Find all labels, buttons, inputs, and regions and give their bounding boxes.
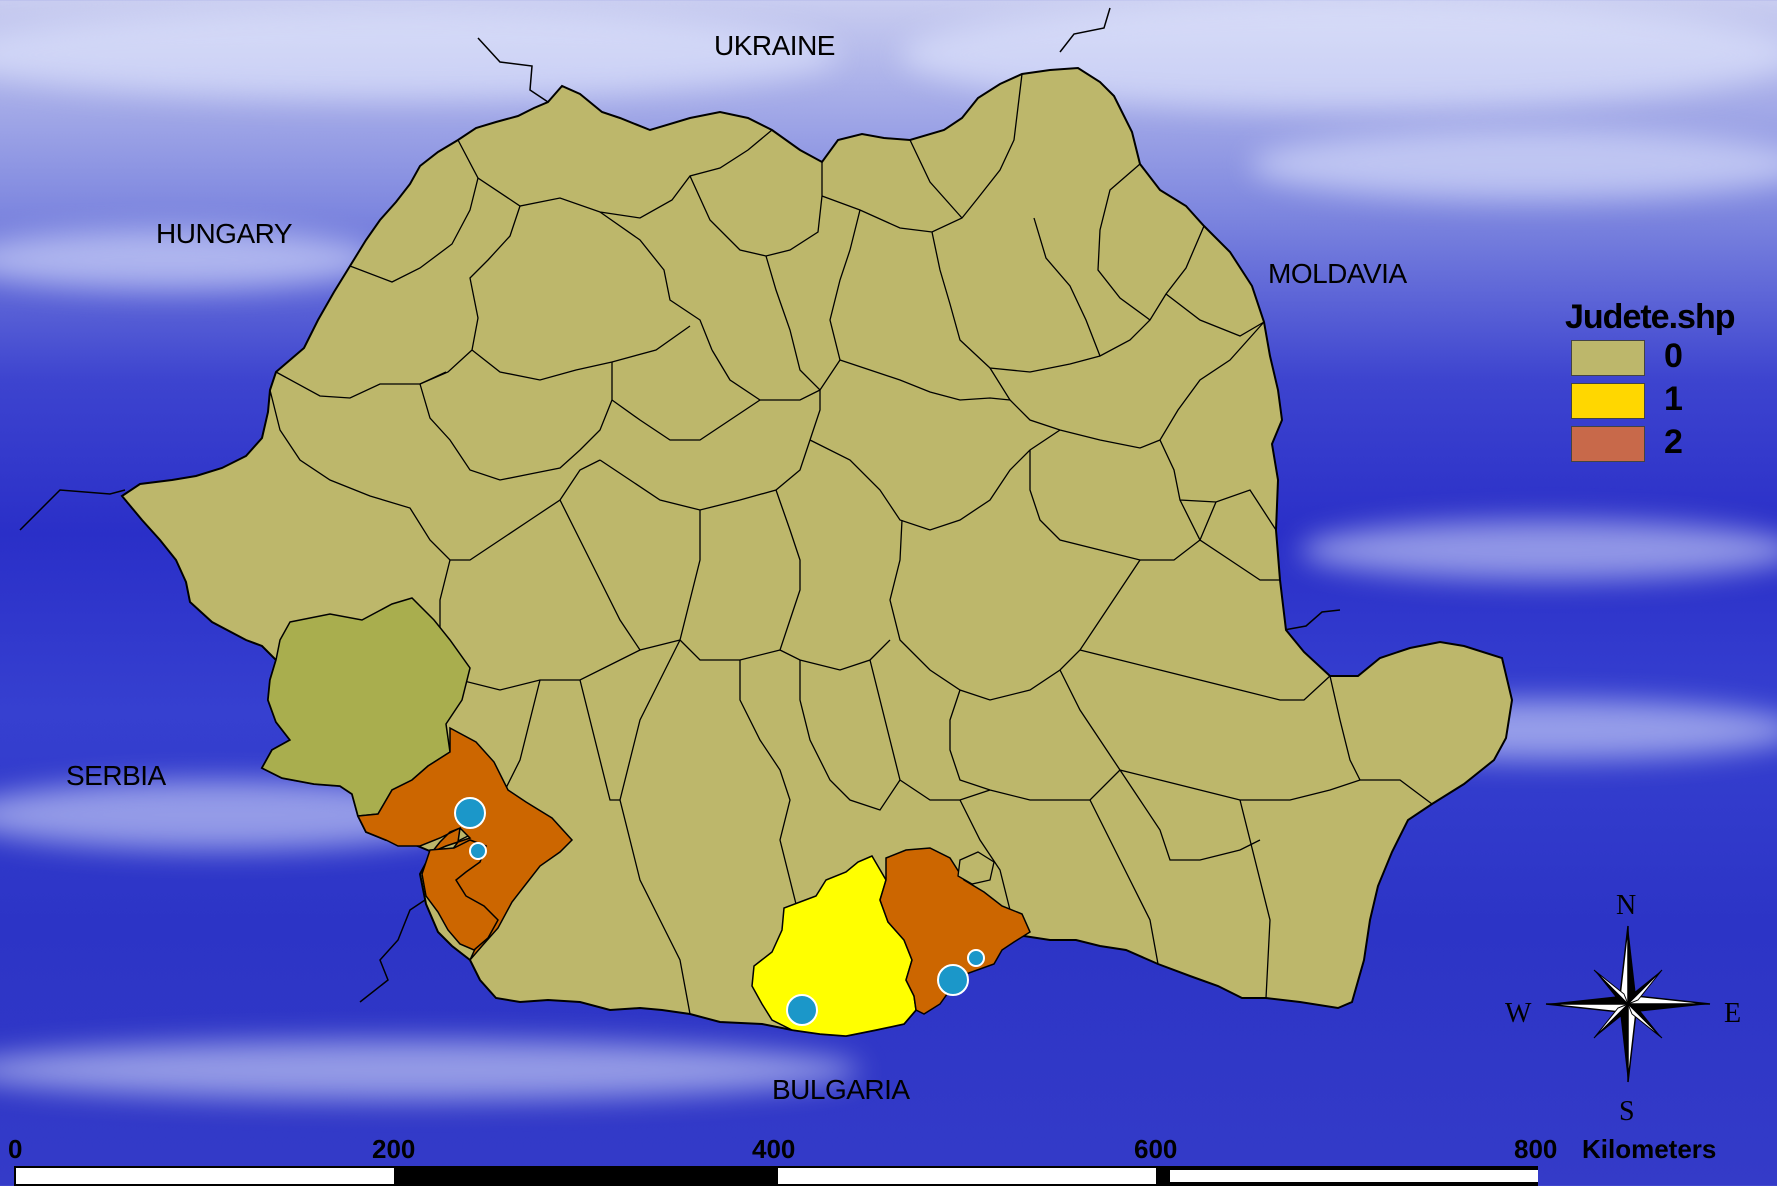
legend-swatch-1 xyxy=(1571,383,1645,419)
legend-label: 1 xyxy=(1664,380,1683,418)
point-marker-small xyxy=(469,842,487,860)
scale-tick-label: 200 xyxy=(372,1134,416,1164)
border-line-moldavia xyxy=(1283,609,1341,631)
scale-tick-label: 600 xyxy=(1134,1134,1178,1164)
border-line-serbia-south xyxy=(359,889,441,1003)
map-legend: Judete.shp 0 1 2 xyxy=(1565,298,1766,466)
border-line-serbia-north xyxy=(19,489,126,531)
legend-title: Judete.shp xyxy=(1565,298,1735,336)
compass-north-label: N xyxy=(1616,890,1637,921)
scale-unit-label: Kilometers xyxy=(1582,1134,1717,1164)
country-label-ukraine: UKRAINE xyxy=(714,30,835,61)
scale-bar-segment xyxy=(14,1166,396,1186)
legend-swatch-2 xyxy=(1571,426,1645,462)
legend-item: 1 xyxy=(1566,380,1766,423)
compass-west-label: W xyxy=(1505,998,1532,1029)
country-label-moldavia: MOLDAVIA xyxy=(1268,258,1407,289)
cloud-decoration xyxy=(0,230,380,290)
legend-item: 0 xyxy=(1566,337,1766,380)
compass-south-label: S xyxy=(1619,1096,1635,1127)
country-label-bulgaria: BULGARIA xyxy=(772,1074,910,1105)
border-line-ukraine-east xyxy=(1059,7,1111,53)
scale-tick-label: 800 xyxy=(1514,1134,1558,1164)
scale-bar-segment xyxy=(776,1166,1158,1186)
cloud-decoration xyxy=(0,1040,860,1100)
cloud-decoration xyxy=(1250,130,1777,200)
county-ilfov-fragment xyxy=(957,851,995,885)
romania-territory xyxy=(120,66,1514,1038)
country-label-serbia: SERBIA xyxy=(66,760,166,791)
scale-bar-inner xyxy=(1170,1170,1538,1182)
compass-rose xyxy=(1545,925,1711,1083)
country-label-hungary: HUNGARY xyxy=(156,218,293,249)
compass-east-label: E xyxy=(1724,998,1742,1029)
point-marker-small xyxy=(967,949,985,967)
cloud-decoration xyxy=(1300,520,1777,580)
scale-tick-label: 400 xyxy=(752,1134,796,1164)
legend-item: 2 xyxy=(1566,423,1766,466)
point-marker-large xyxy=(786,994,818,1026)
scale-bar-segment xyxy=(396,1166,776,1186)
scale-tick-label: 0 xyxy=(8,1134,23,1164)
point-marker-large xyxy=(937,964,969,996)
legend-swatch-0 xyxy=(1571,340,1645,376)
border-line-ukraine-west xyxy=(477,37,549,103)
legend-label: 0 xyxy=(1664,337,1683,375)
legend-label: 2 xyxy=(1664,423,1683,461)
point-marker-large xyxy=(454,797,486,829)
cloud-decoration xyxy=(0,10,840,100)
